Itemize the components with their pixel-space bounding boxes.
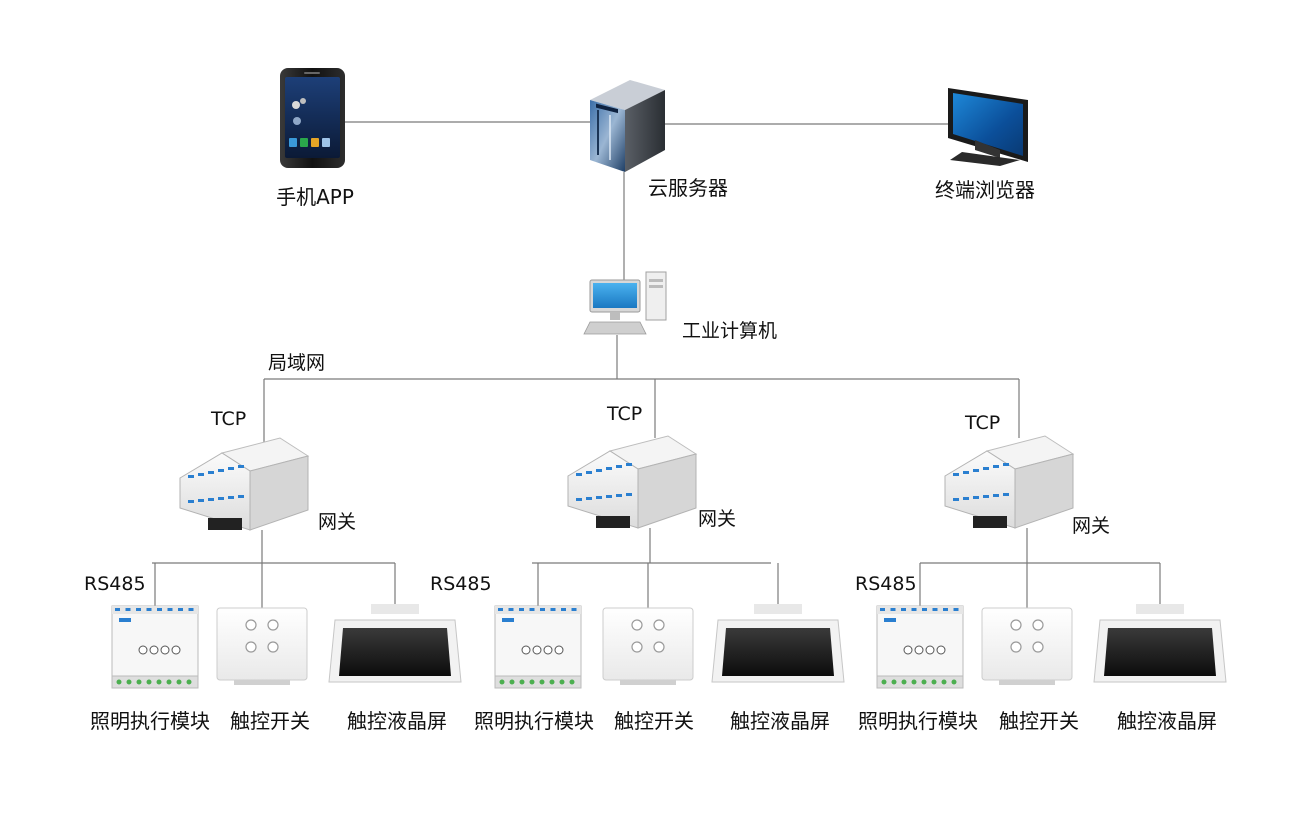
gateway-module-icon bbox=[944, 435, 1075, 529]
rs485-label: RS485 bbox=[84, 573, 146, 595]
device-label: 照明执行模块 bbox=[858, 709, 978, 733]
relay-module-icon bbox=[111, 605, 199, 689]
device-label: 触控液晶屏 bbox=[730, 709, 830, 733]
device-label: 触控开关 bbox=[230, 709, 310, 733]
gateway-label: 网关 bbox=[318, 511, 356, 533]
rs485-label: RS485 bbox=[430, 573, 492, 595]
smartphone-icon bbox=[280, 68, 345, 168]
gateway-branches: TCP网关RS485照明执行模块触控开关触控液晶屏TCP网关RS485照明执行模… bbox=[84, 403, 1227, 733]
server-tower-icon bbox=[590, 80, 665, 172]
gateway-module-icon bbox=[567, 435, 698, 529]
touch-switch-icon bbox=[981, 607, 1073, 685]
touch-switch-icon bbox=[216, 607, 308, 685]
device-label: 照明执行模块 bbox=[474, 709, 594, 733]
gateway-module-icon bbox=[179, 437, 310, 531]
gateway-label: 网关 bbox=[698, 508, 736, 530]
browser-terminal-label: 终端浏览器 bbox=[935, 178, 1035, 202]
industrial-pc-label: 工业计算机 bbox=[682, 320, 777, 342]
lan-label: 局域网 bbox=[268, 352, 325, 374]
touch-lcd-panel-icon bbox=[328, 604, 462, 683]
tcp-label: TCP bbox=[606, 403, 642, 425]
branch-3: TCP 网关 RS485 照明执行模块触控开关 触控液晶屏 bbox=[855, 412, 1227, 733]
device-label: 照明执行模块 bbox=[90, 709, 210, 733]
phone-app-label: 手机APP bbox=[276, 185, 354, 209]
tcp-label: TCP bbox=[210, 408, 246, 430]
touch-switch-icon bbox=[602, 607, 694, 685]
device-label: 触控液晶屏 bbox=[1117, 709, 1217, 733]
top-connections bbox=[263, 121, 1020, 442]
device-label: 触控液晶屏 bbox=[347, 709, 447, 733]
tcp-label: TCP bbox=[964, 412, 1000, 434]
touch-lcd-panel-icon bbox=[711, 604, 845, 683]
device-label: 触控开关 bbox=[614, 709, 694, 733]
monitor-icon bbox=[948, 88, 1028, 166]
rs485-label: RS485 bbox=[855, 573, 917, 595]
gateway-label: 网关 bbox=[1072, 515, 1110, 537]
branch-2: TCP 网关 RS485 照明执行模块触控开关 触控液晶屏 bbox=[430, 403, 845, 733]
cloud-server-label: 云服务器 bbox=[648, 176, 728, 200]
relay-module-icon bbox=[494, 605, 582, 689]
relay-module-icon bbox=[876, 605, 964, 689]
touch-lcd-panel-icon bbox=[1093, 604, 1227, 683]
device-label: 触控开关 bbox=[999, 709, 1079, 733]
desktop-computer-icon bbox=[583, 271, 667, 335]
branch-1: TCP 网关 RS485 照明执行模块触控开关 触控液晶屏 bbox=[84, 408, 462, 733]
